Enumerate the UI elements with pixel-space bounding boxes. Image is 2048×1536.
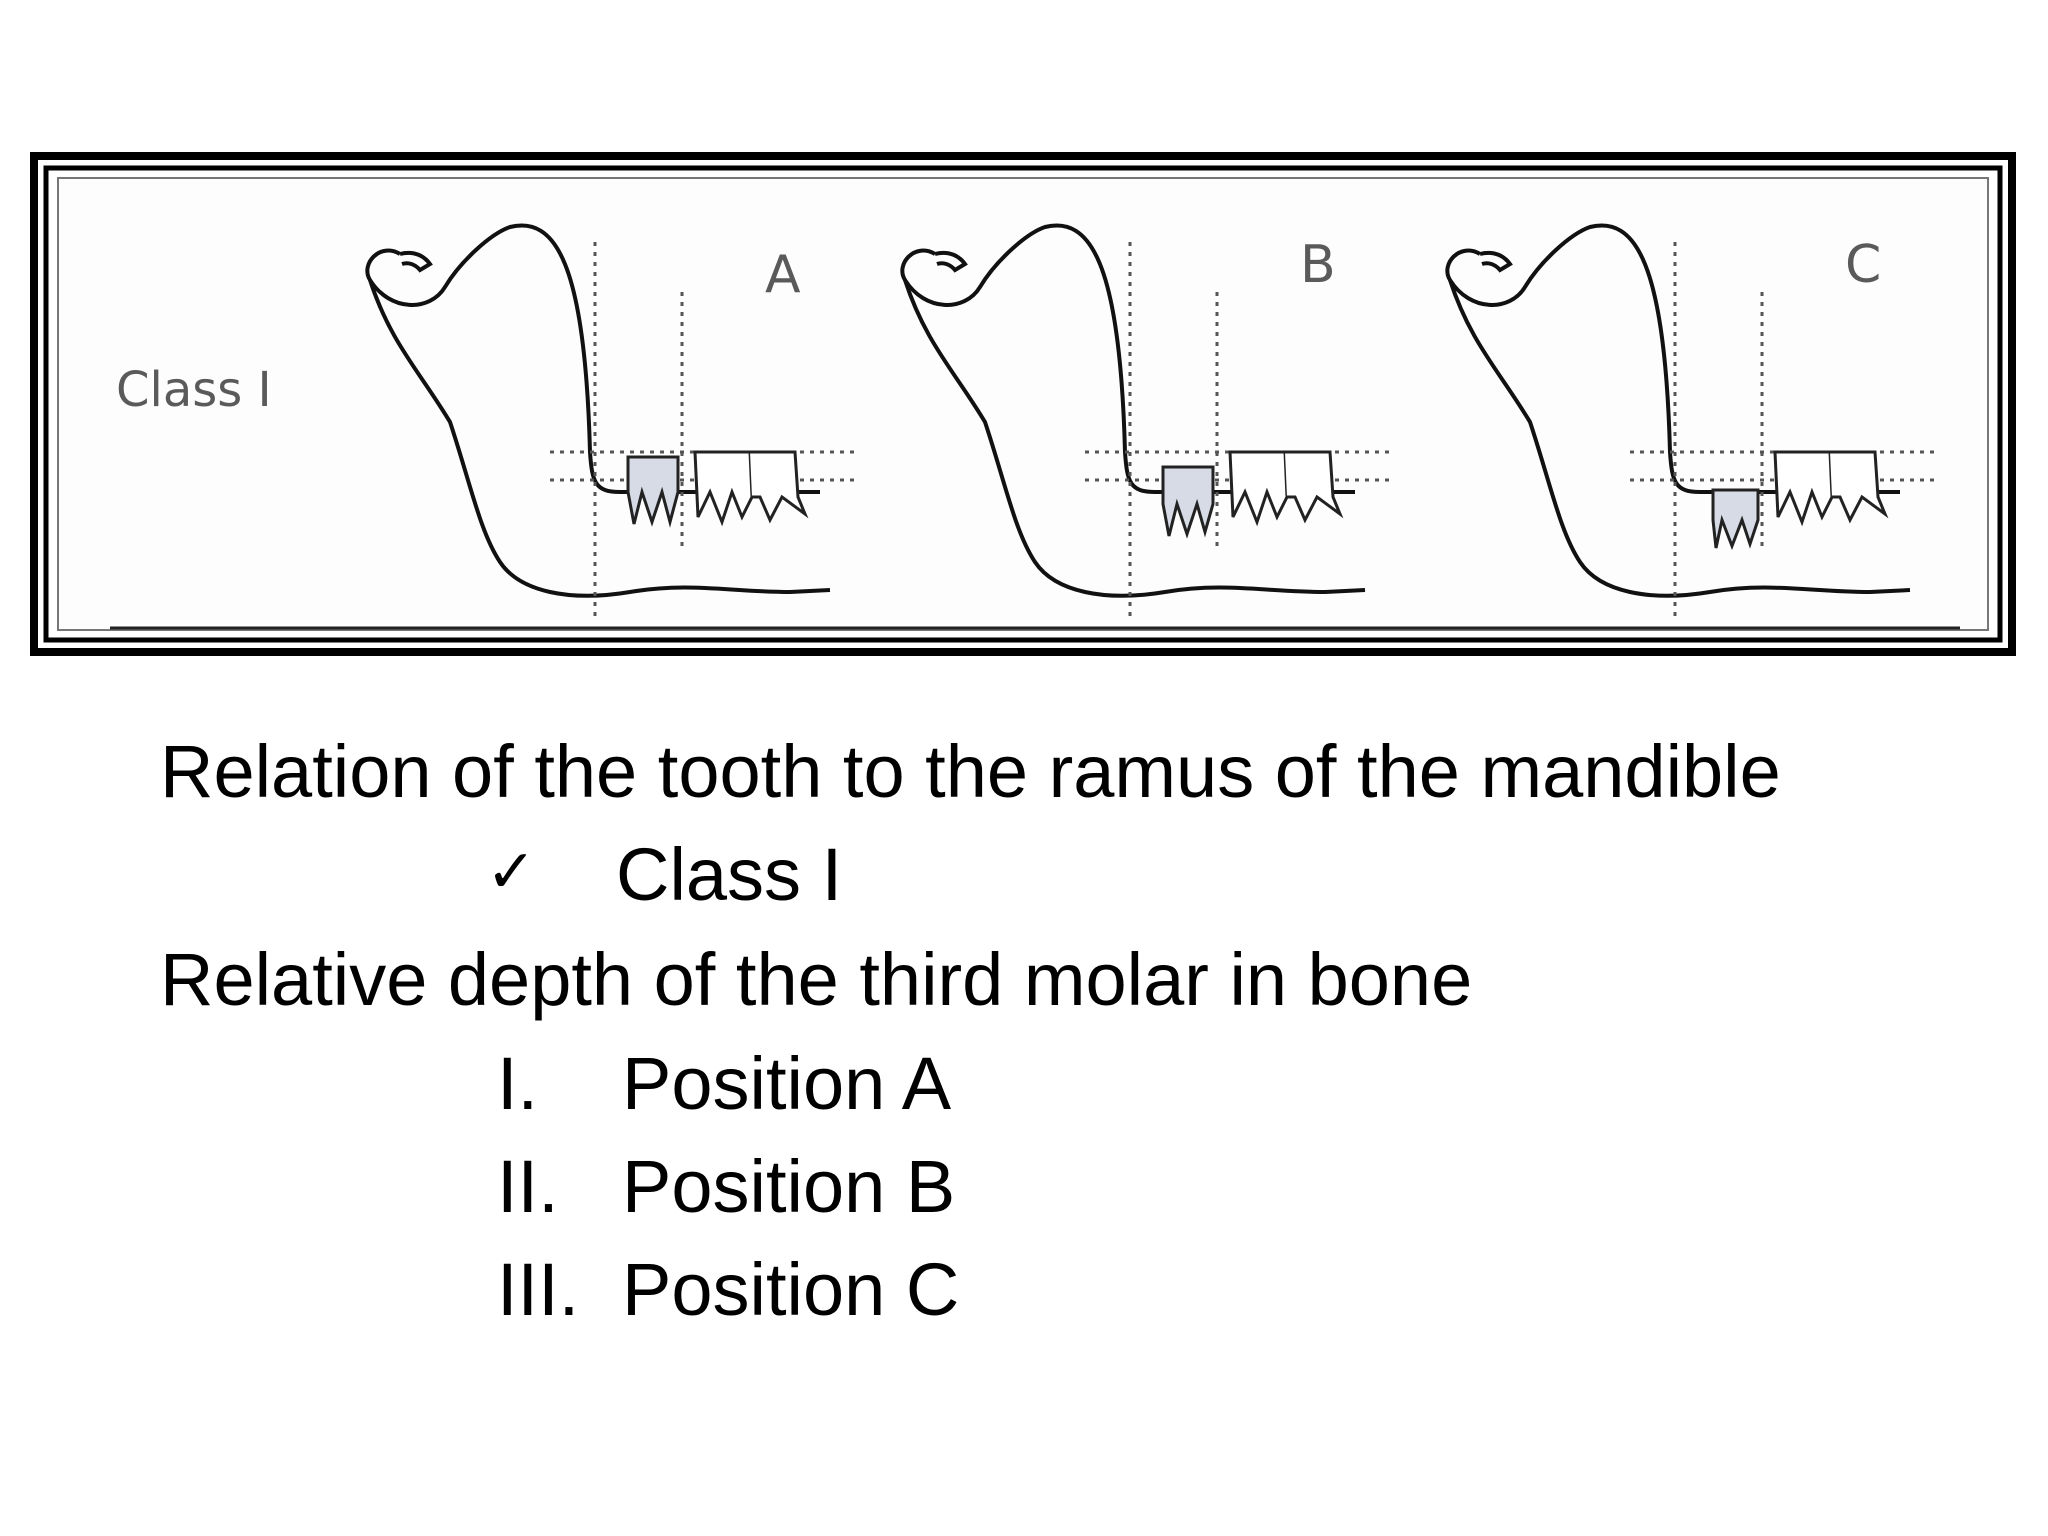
figure-class-label: Class I <box>116 362 272 418</box>
panel-a-label: A <box>765 245 801 305</box>
checkmark-icon: ✓ <box>486 837 537 907</box>
roman-numeral: II. <box>497 1145 559 1228</box>
list-item-text: Position C <box>622 1248 960 1331</box>
list-item-text: Position B <box>622 1145 956 1228</box>
heading-ramus-relation: Relation of the tooth to the ramus of th… <box>160 730 1781 813</box>
figure-frame: Class I A B <box>30 152 2016 656</box>
list-item-text: Position A <box>622 1042 952 1125</box>
list-item-text: Class I <box>616 833 843 916</box>
panel-c-label: C <box>1845 235 1881 295</box>
mandible-classification-figure: Class I A B <box>30 152 2016 656</box>
panel-b-label: B <box>1300 235 1336 295</box>
roman-numeral: I. <box>497 1042 539 1125</box>
roman-numeral: III. <box>497 1248 580 1331</box>
panel-a: A <box>365 223 860 622</box>
panel-c: C <box>1445 223 1940 622</box>
panel-b: B <box>900 223 1395 622</box>
heading-relative-depth: Relative depth of the third molar in bon… <box>160 938 1473 1021</box>
